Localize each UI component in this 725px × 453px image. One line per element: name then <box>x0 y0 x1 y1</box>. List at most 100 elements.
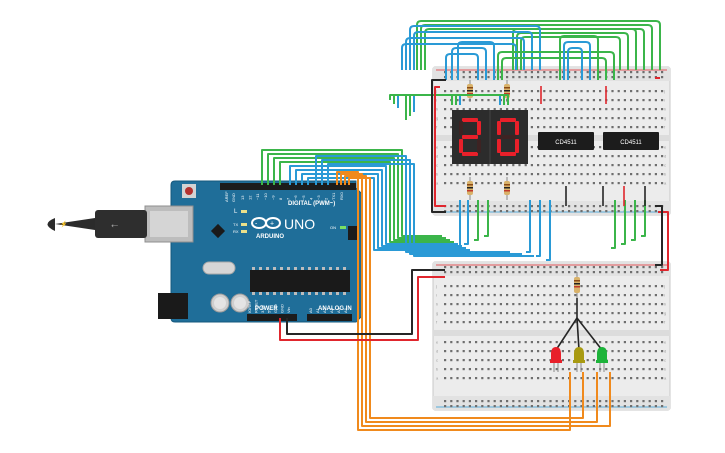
digital-pin-label: ~3 <box>316 195 321 200</box>
segment-g <box>462 135 478 139</box>
digital-pin-label: TX1 <box>331 192 336 200</box>
breadboard-row-label: g <box>664 116 666 121</box>
breadboard-row-label: j <box>663 284 665 289</box>
decoder-chip-2-label: CD4511 <box>620 140 642 146</box>
breadboard-row-label: f <box>436 125 438 130</box>
arduino-infinity-icon: - + <box>251 217 281 229</box>
power-pin-label: IOREF <box>247 300 252 313</box>
atmega-chip <box>250 270 350 292</box>
analog-header <box>307 314 352 321</box>
segment-e <box>459 139 463 153</box>
breadboard-row-label: c <box>664 163 666 168</box>
digital-pin-label: ~9 <box>270 195 275 200</box>
wires-orange <box>336 171 611 431</box>
analog-pin-label: A4 <box>336 307 341 313</box>
digital-header <box>220 183 356 190</box>
analog-pin-label: A0 <box>308 307 313 313</box>
power-header <box>247 314 297 321</box>
breadboard-row-label: i <box>664 98 665 103</box>
yellow-led[interactable] <box>573 347 585 372</box>
svg-text:-: - <box>255 221 258 228</box>
led-l-label: L <box>234 209 238 215</box>
power-pin-label: GND <box>273 304 278 313</box>
breadboard-row-label: h <box>664 107 666 112</box>
top-board-jumpers <box>540 86 646 206</box>
analog-pin-label: A2 <box>322 307 327 313</box>
segment-e <box>497 139 501 153</box>
breadboard-row-label: c <box>664 358 666 363</box>
power-jack <box>158 293 188 319</box>
breadboard-row-label: a <box>664 181 667 186</box>
segment-c <box>515 139 519 153</box>
segment-a <box>462 118 478 122</box>
breadboard-row-label: g <box>664 311 666 316</box>
breadboard-row-label: c <box>436 163 438 168</box>
breadboard-row-label: f <box>664 125 666 130</box>
segment-d <box>462 152 478 156</box>
breadboard-row-label: g <box>436 116 438 121</box>
seven-segment-display-pair[interactable] <box>452 110 528 164</box>
decoder-chip-2[interactable]: CD4511 <box>603 132 659 150</box>
segment-b <box>515 121 519 135</box>
digital-pin-label: 7 <box>286 197 291 200</box>
breadboard-row-label: f <box>664 320 666 325</box>
resistor-3[interactable] <box>467 177 473 200</box>
top-power-rail <box>433 67 670 81</box>
resistor-4[interactable] <box>504 177 510 200</box>
analog-pin-label: A3 <box>329 307 334 313</box>
usb-lightning-icon: ⚡ <box>60 220 67 228</box>
breadboard-row-label: b <box>436 367 439 372</box>
decoder-chip-1-body <box>538 132 594 150</box>
digital-pin-label: 8 <box>278 197 283 200</box>
red-led[interactable] <box>550 347 562 372</box>
led-rx-label: RX <box>233 229 239 234</box>
breadboard-row-label: e <box>436 340 439 345</box>
wires-green-blue <box>401 20 661 261</box>
model-label: UNO <box>284 216 315 232</box>
segment-b <box>477 121 481 135</box>
breadboard-row-label: b <box>664 367 667 372</box>
breadboard-row-label: i <box>436 98 437 103</box>
breadboard-row-label: a <box>436 376 439 381</box>
breadboard-row-label: j <box>435 284 437 289</box>
digital-pin-label: ~11 <box>255 193 260 200</box>
led-junction-wires <box>555 298 603 351</box>
bottom-power-rail <box>433 262 670 276</box>
led-tx-label: TX <box>233 222 238 227</box>
digital-pin-label: 4 <box>308 197 313 200</box>
usb-chip <box>210 223 226 239</box>
arduino-uno-board[interactable]: ⚡ ⭠ L TX RX ON <box>47 180 363 323</box>
breadboard-row-label: e <box>436 145 439 150</box>
power-label: POWER <box>255 306 278 312</box>
segment-f <box>459 121 463 135</box>
segment-c <box>477 139 481 153</box>
breadboard-row-label: h <box>664 302 666 307</box>
digital-label: DIGITAL (PWM~) <box>288 201 335 207</box>
breadboard-row-label: d <box>664 154 666 159</box>
breadboard-row-label: c <box>436 358 438 363</box>
decoder-chip-1[interactable]: CD4511 <box>538 132 594 150</box>
led-on-label: ON <box>330 225 336 230</box>
breadboard-row-label: a <box>436 181 439 186</box>
breadboard-row-label: b <box>436 172 439 177</box>
digital-pin-label: ~5 <box>301 195 306 200</box>
digital-pin-label: 2 <box>324 197 329 200</box>
led-tx <box>241 223 247 226</box>
breadboard-row-label: i <box>664 293 665 298</box>
led-rx <box>241 230 247 233</box>
breadboard-row-label: d <box>664 349 666 354</box>
power-pin-label: GND <box>280 304 285 313</box>
power-pin-label: 5V <box>267 308 272 313</box>
resistor-5[interactable] <box>574 272 580 298</box>
green-led[interactable] <box>596 347 608 372</box>
segment-d <box>500 152 516 156</box>
breadboard-row-label: e <box>664 145 667 150</box>
bottom-center-channel <box>433 330 670 336</box>
